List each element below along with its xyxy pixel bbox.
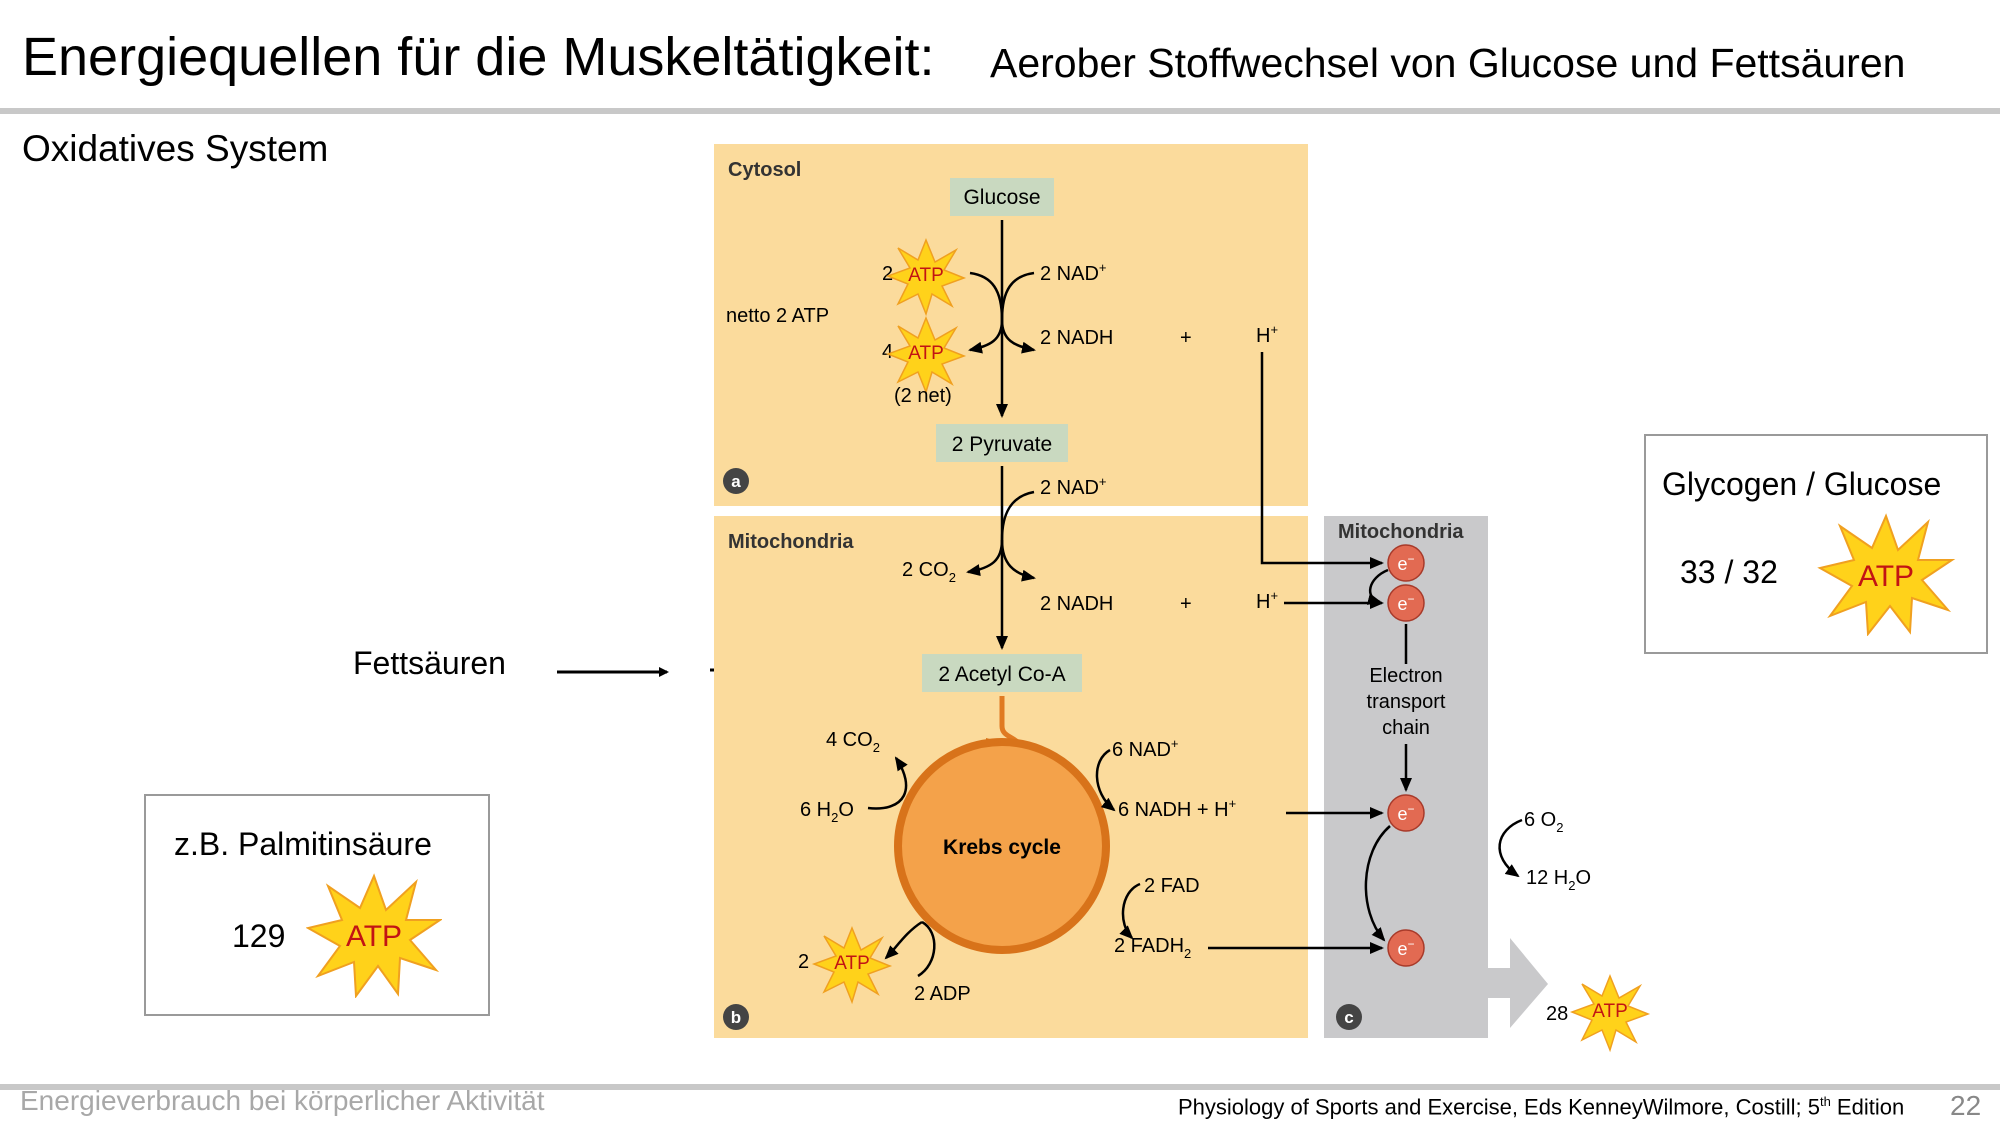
net-atp-note: netto 2 ATP <box>726 305 829 327</box>
atp-output-arrow <box>1488 938 1548 1028</box>
adp: 2 ADP <box>914 983 971 1005</box>
cytosolic-h-plus-path <box>1260 352 1384 569</box>
citation-edition: Edition <box>1830 1094 1905 1120</box>
nadh-6: 6 NADH + H+ <box>1118 796 1236 821</box>
nadh-curve-2 <box>1000 539 1036 582</box>
palmitic-acid-atp-value: 129 <box>232 918 286 954</box>
atp-burst-label: ATP <box>346 920 402 953</box>
o2-h2o-curve <box>1498 818 1523 878</box>
h2o-6: 6 H2O <box>800 799 854 825</box>
etc-label-line3: chain <box>1382 717 1430 739</box>
glucose-label: Glucose <box>963 186 1040 209</box>
electron-1: e− <box>1387 544 1425 582</box>
electron-transfer-curve-1 <box>1366 568 1389 605</box>
h-plus-1: H+ <box>1256 322 1278 347</box>
atp-28-count: 28 <box>1546 1003 1568 1025</box>
palmitic-acid-box: z.B. Palmitinsäure 129 ATP <box>144 794 490 1016</box>
atp-burst-label: ATP <box>1858 560 1914 593</box>
h-plus-2: H+ <box>1256 588 1278 613</box>
svg-text:e−: e− <box>1397 937 1414 959</box>
atp-krebs-label: ATP <box>834 953 870 974</box>
glycogen-glucose-atp-value: 33 / 32 <box>1680 554 1778 590</box>
pyruvate-box <box>936 424 1068 462</box>
fadh2: 2 FADH2 <box>1114 935 1191 961</box>
citation-superscript: th <box>1819 1094 1831 1109</box>
nadh-2: 2 NADH <box>1040 593 1113 615</box>
etc-label-line1: Electron <box>1369 665 1442 687</box>
atp-in-count: 2 <box>882 263 893 285</box>
plus-sign-2: + <box>1180 593 1192 615</box>
co2-2: 2 CO2 <box>902 559 956 585</box>
atp-burst-icon: ATP <box>1817 513 1956 636</box>
glycogen-glucose-title: Glycogen / Glucose <box>1662 466 1942 502</box>
krebs-cycle-label: Krebs cycle <box>943 836 1061 859</box>
mitochondria-label-b: Mitochondria <box>728 531 854 553</box>
svg-text:e−: e− <box>1397 592 1414 614</box>
citation-main: Physiology of Sports and Exercise, Eds K… <box>1178 1094 1820 1120</box>
nad-curve-1 <box>1000 271 1035 321</box>
page-subtitle: Aerober Stoffwechsel von Glucose und Fet… <box>990 40 1906 86</box>
adp-to-atp-arrow <box>884 920 923 960</box>
panel-b-label: b <box>731 1008 741 1027</box>
header-divider <box>0 108 2000 114</box>
panel-a-label: a <box>731 472 741 491</box>
panel-b-marker <box>723 1004 749 1030</box>
nad-nadh-6-curve <box>1095 748 1116 812</box>
pyruvate-label: 2 Pyruvate <box>952 433 1052 456</box>
co2-4: 4 CO2 <box>826 729 880 755</box>
co2-4-curve <box>867 756 908 810</box>
electron-3: e− <box>1387 794 1425 832</box>
electron-2: e− <box>1387 584 1425 622</box>
footer-divider <box>0 1084 2000 1090</box>
atp-out-label: ATP <box>908 343 944 364</box>
fad: 2 FAD <box>1144 875 1200 897</box>
plus-sign-1: + <box>1180 327 1192 349</box>
h2o-12: 12 H2O <box>1526 867 1591 893</box>
nad-plus-1: 2 NAD+ <box>1040 260 1107 285</box>
palmitic-acid-title: z.B. Palmitinsäure <box>174 826 432 862</box>
acetyl-coa-box <box>922 654 1082 692</box>
nadh-curve-1 <box>1000 319 1036 354</box>
svg-text:e−: e− <box>1397 552 1414 574</box>
nad-curve-2 <box>1000 490 1035 541</box>
fad-fadh2-curve <box>1119 882 1141 940</box>
electron-4: e− <box>1387 929 1425 967</box>
footer-topic: Energieverbrauch bei körperlicher Aktivi… <box>20 1085 545 1116</box>
metabolism-diagram: Cytosol Mitochondria Mitochondria a b c … <box>714 144 1649 1051</box>
nad-plus-2: 2 NAD+ <box>1040 474 1107 499</box>
two-net-note: (2 net) <box>894 385 952 407</box>
nad-plus-6: 6 NAD+ <box>1112 736 1179 761</box>
adp-atp-curve <box>917 920 936 978</box>
acetyl-coa-label: 2 Acetyl Co-A <box>938 663 1065 686</box>
atp-krebs-count: 2 <box>798 951 809 973</box>
glycogen-glucose-box: Glycogen / Glucose 33 / 32 ATP <box>1644 434 1988 654</box>
o2: 6 O2 <box>1524 809 1563 835</box>
panel-c-marker <box>1336 1004 1362 1030</box>
atp-burst-icon: ATP <box>306 873 442 998</box>
panel-a-marker <box>723 468 749 494</box>
atp-out-count: 4 <box>882 341 893 363</box>
page-title: Energiequellen für die Muskeltätigkeit: <box>22 27 935 87</box>
mitochondria-label-c: Mitochondria <box>1338 521 1464 543</box>
page-number: 22 <box>1950 1090 1982 1121</box>
svg-text:e−: e− <box>1397 802 1414 824</box>
nadh-1: 2 NADH <box>1040 327 1113 349</box>
atp-28-label: ATP <box>1592 1001 1628 1022</box>
cytosol-label: Cytosol <box>728 159 801 181</box>
section-label: Oxidatives System <box>22 128 329 169</box>
panel-c-label: c <box>1344 1008 1353 1027</box>
fatty-acids-label: Fettsäuren <box>353 645 506 681</box>
atp-in-label: ATP <box>908 265 944 286</box>
etc-label-line2: transport <box>1367 691 1446 713</box>
electron-transfer-curve-2 <box>1364 825 1391 942</box>
glucose-box <box>950 178 1054 216</box>
footer-citation: Physiology of Sports and Exercise, Eds K… <box>1178 1094 1904 1120</box>
krebs-direction-arrow <box>986 738 1002 746</box>
